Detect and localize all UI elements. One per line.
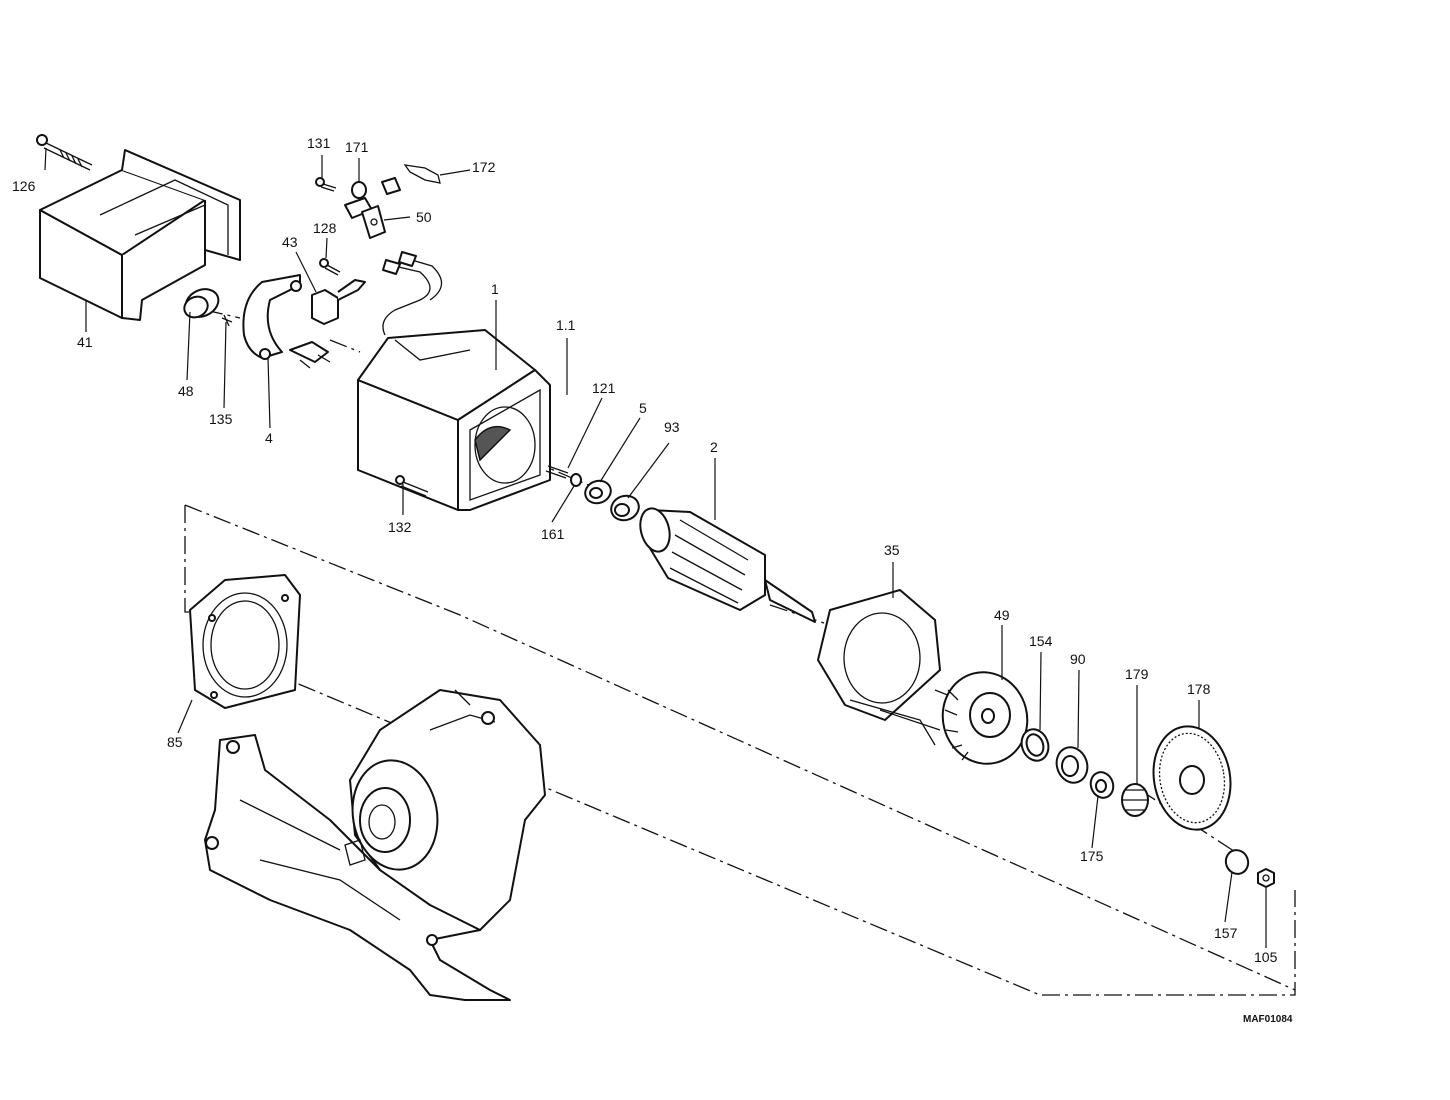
wire-leads-icon (382, 251, 443, 336)
callout-179: 179 (1125, 666, 1149, 682)
washer-157-icon (1224, 849, 1250, 875)
screw-132-icon (395, 475, 429, 497)
callout-93: 93 (664, 419, 680, 435)
brush-holder-43-icon (289, 279, 366, 369)
leader-lines (44, 147, 1267, 948)
callout-4: 4 (265, 430, 273, 446)
callout-labels: 126 41 48 135 4 43 128 131 171 172 50 1 … (12, 135, 1278, 965)
callout-105: 105 (1254, 949, 1278, 965)
bearing-5-icon (584, 479, 612, 505)
callout-1-1: 1.1 (556, 317, 576, 333)
screw-128-icon (319, 258, 341, 276)
callout-132: 132 (388, 519, 412, 535)
callout-50: 50 (416, 209, 432, 225)
washer-175-icon (1089, 771, 1115, 799)
screw-131-icon (315, 177, 337, 192)
screw-121-icon (545, 465, 569, 479)
callout-154: 154 (1029, 633, 1053, 649)
cap-48-icon (183, 288, 220, 319)
stator-housing-1-icon (357, 329, 551, 511)
callout-5: 5 (639, 400, 647, 416)
flange-plate-85-icon (189, 574, 301, 709)
carbon-brush-50-icon (361, 205, 386, 239)
callout-126: 126 (12, 178, 36, 194)
callout-131: 131 (307, 135, 331, 151)
terminal-172-icon (381, 164, 441, 195)
ring-93-icon (610, 494, 640, 522)
callout-161: 161 (541, 526, 565, 542)
callout-178: 178 (1187, 681, 1211, 697)
callout-128: 128 (313, 220, 337, 236)
callout-171: 171 (345, 139, 369, 155)
spring-135-icon (221, 314, 233, 327)
callout-172: 172 (472, 159, 496, 175)
callout-135: 135 (209, 411, 233, 427)
callout-49: 49 (994, 607, 1010, 623)
callout-175: 175 (1080, 848, 1104, 864)
washer-161-icon (570, 473, 582, 487)
gear-housing-icon (204, 689, 546, 1001)
callout-85: 85 (167, 734, 183, 750)
baffle-35-icon (817, 589, 941, 746)
snap-ring-154-icon (1020, 728, 1050, 762)
callout-90: 90 (1070, 651, 1086, 667)
nut-105-icon (1257, 868, 1275, 888)
fan-49-icon (941, 671, 1029, 765)
callout-43: 43 (282, 234, 298, 250)
armature-2-icon (639, 507, 816, 623)
callout-1: 1 (491, 281, 499, 297)
screw-126-icon (36, 134, 93, 171)
pinion-gear-179-icon (1121, 783, 1149, 817)
callout-35: 35 (884, 542, 900, 558)
bearing-90-icon (1055, 746, 1089, 784)
callout-157: 157 (1214, 925, 1238, 941)
drawing-code: MAF01084 (1243, 1014, 1293, 1025)
callout-48: 48 (178, 383, 194, 399)
callout-41: 41 (77, 334, 93, 350)
brush-holder-plate-4-icon (242, 274, 302, 360)
callout-2: 2 (710, 439, 718, 455)
motor-cover-41-icon (39, 149, 241, 321)
callout-121: 121 (592, 380, 616, 396)
bevel-gear-178-icon (1152, 725, 1232, 831)
